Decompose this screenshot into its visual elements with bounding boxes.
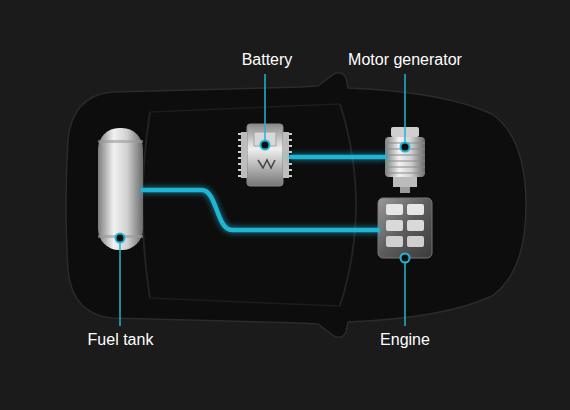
- engine-illustration: [378, 198, 432, 258]
- part-label: Engine: [325, 331, 485, 349]
- leader-lines: [120, 74, 405, 326]
- part-label: Motor generator: [325, 51, 485, 69]
- fuel-tank-node: Fuel tank: [98, 128, 143, 250]
- power-line: [291, 155, 385, 160]
- battery-node: Battery: [243, 122, 291, 188]
- leader-dots: [116, 141, 410, 263]
- engine-node: Engine: [378, 198, 432, 258]
- part-label: Fuel tank: [41, 331, 201, 349]
- windshield-line: [340, 104, 356, 306]
- rear-window-line: [143, 112, 151, 298]
- fuel-tank-illustration: [98, 128, 143, 250]
- car-silhouette: [66, 73, 526, 338]
- motor-generator-node: Motor generator: [385, 127, 425, 193]
- power-line: [143, 190, 378, 230]
- part-label: Battery: [187, 51, 347, 69]
- roof-line: [150, 104, 340, 306]
